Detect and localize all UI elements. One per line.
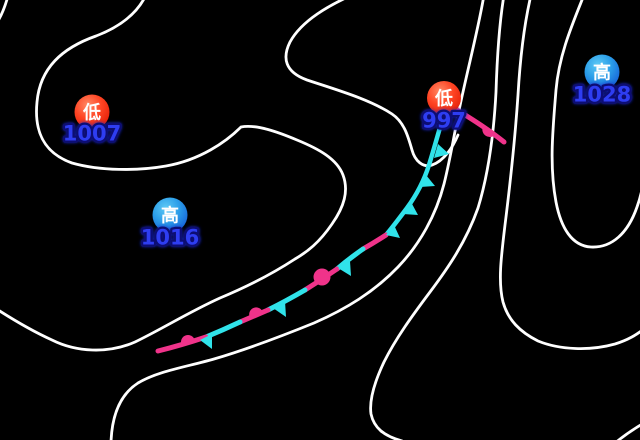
isobar-line [499, 0, 640, 350]
isobar-line [0, 0, 347, 352]
warm-front-pip-icon [313, 268, 331, 286]
cold-front-pip-icon [403, 202, 418, 215]
pressure-value: 997 [422, 109, 466, 133]
stationary-front-segment-cold [334, 246, 366, 272]
high-symbol-text: 高 [161, 204, 179, 226]
isobar-line [616, 423, 640, 440]
cold-front-pip-icon [434, 144, 449, 158]
low-symbol-disc [74, 94, 110, 130]
warm-front-pip-icon [482, 126, 495, 138]
high-symbol-disc [152, 197, 188, 233]
stationary-front-segment-warm [155, 334, 209, 354]
stationary-front-segment-cold [265, 287, 308, 313]
isobar-line [109, 0, 485, 440]
stationary-front-segment-warm [360, 232, 389, 252]
pressure-value: 1007 [63, 122, 121, 146]
isobar-line [0, 0, 9, 21]
cold-front-pip-icon [338, 261, 351, 276]
high-symbol-disc [584, 54, 620, 90]
low-symbol-text: 低 [82, 101, 101, 123]
warm-front-pip-icon [181, 335, 195, 345]
low-symbol-disc [427, 81, 461, 115]
low-symbol-text: 低 [434, 87, 453, 109]
fronts-layer [155, 107, 507, 354]
pressure-value: 1028 [573, 83, 631, 107]
stationary-front-segment-warm [237, 307, 271, 325]
isobar-line [550, 0, 640, 249]
warm-front-pip-icon [249, 307, 263, 317]
cold-front-line [383, 121, 444, 238]
cold-front-pip-icon [386, 225, 400, 238]
high-symbol-text: 高 [593, 61, 611, 83]
cold-front-pip-icon [200, 334, 212, 349]
warm-front-line [454, 107, 507, 145]
isobar-line [369, 0, 505, 440]
cold-front-pip-icon [273, 301, 286, 317]
pressure-value: 1016 [141, 226, 199, 250]
cold-front-pip-icon [420, 175, 435, 187]
isobar-line [284, 0, 460, 168]
